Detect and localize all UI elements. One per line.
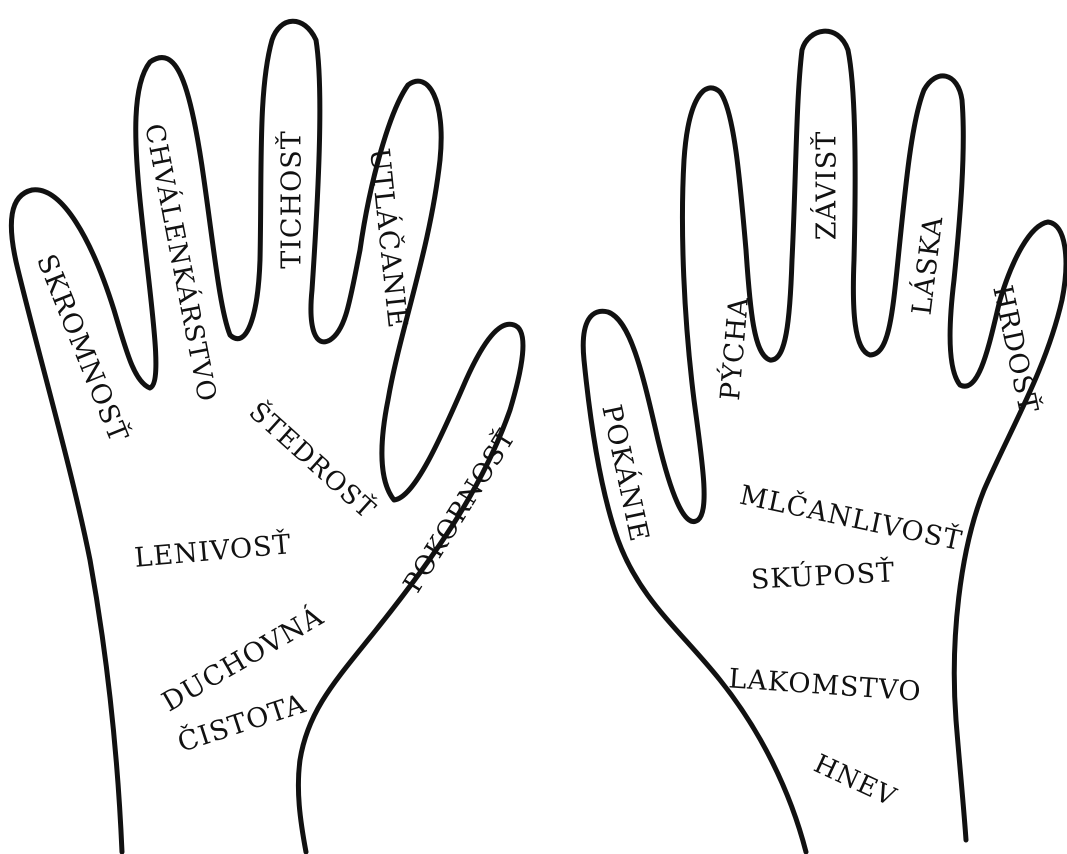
left-middle-label: TICHOSŤ (279, 130, 306, 270)
right-middle-label: ZÁVISŤ (814, 121, 841, 251)
